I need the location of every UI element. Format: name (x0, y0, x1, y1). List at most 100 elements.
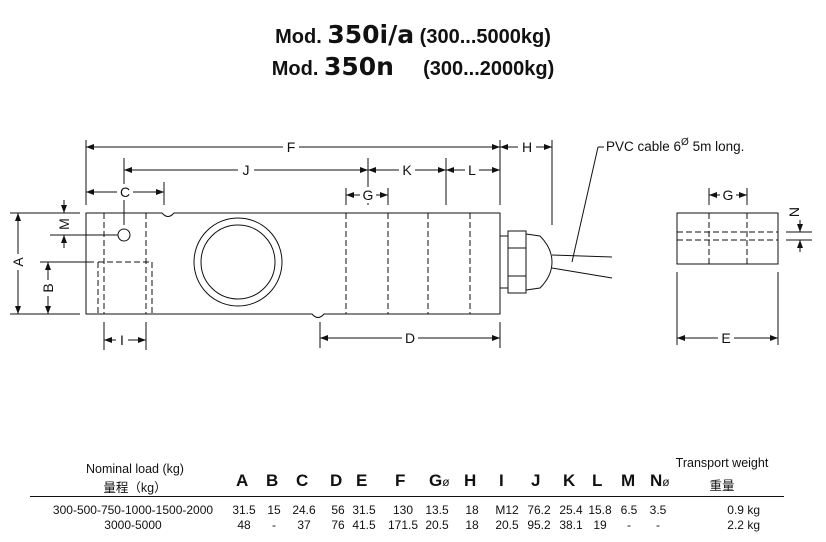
row-2-value-a: 48 (237, 518, 251, 532)
label-N: N (786, 207, 802, 217)
column-header-j: J (531, 471, 540, 491)
column-header-b: B (266, 471, 278, 491)
label-F: F (287, 139, 296, 155)
row-1-value-k: 25.4 (559, 503, 583, 517)
label-E: E (721, 330, 730, 346)
diameter-symbol: ø (662, 475, 670, 489)
cable-diameter-sup: Ø (681, 137, 689, 148)
row-1-value-i: M12 (495, 503, 519, 517)
load-cell-body (85, 212, 501, 318)
row-1-value-f: 130 (392, 503, 414, 517)
label-I: I (120, 332, 124, 348)
title-2-prefix: Mod. (271, 58, 319, 80)
nominal-load-label: Nominal load (kg) (86, 462, 184, 476)
row-1-value-d: 56 (331, 503, 345, 517)
cable-leader (571, 146, 599, 263)
title-line-1: Mod. 350i/a (300...5000kg) (0, 20, 826, 49)
label-J: J (243, 162, 250, 178)
column-header-letter: M (621, 471, 636, 490)
row-1-value-a: 31.5 (232, 503, 256, 517)
label-D: D (405, 330, 415, 346)
column-header-h: H (464, 471, 476, 491)
row-2-value-g: 20.5 (425, 518, 449, 532)
side-view-body (676, 212, 779, 265)
column-header-c: C (296, 471, 308, 491)
row-2-value-e: 41.5 (352, 518, 376, 532)
row-1-value-l: 15.8 (588, 503, 612, 517)
row-2-weight: 2.2 kg (727, 518, 760, 532)
row-1-weight: 0.9 kg (727, 503, 760, 517)
column-header-letter: E (356, 471, 368, 490)
row-1-value-j: 76.2 (527, 503, 551, 517)
column-header-letter: C (296, 471, 309, 490)
label-K: K (402, 162, 412, 178)
column-header-g: Gø (429, 471, 450, 491)
cable-note: PVC cable 6Ø 5m long. (606, 137, 744, 154)
column-header-letter: H (464, 471, 477, 490)
label-A: A (10, 257, 26, 267)
load-cell-drawing: F H J K L C G G A B M I D E N PVC cable … (10, 137, 812, 350)
column-header-d: D (330, 471, 342, 491)
column-header-letter: N (650, 471, 663, 490)
cable-note-text: PVC cable 6 (606, 139, 681, 154)
row-2-value-l: 19 (593, 518, 607, 532)
label-L: L (468, 162, 476, 178)
load-circle-outer (193, 217, 283, 307)
title-1-model: 350i/a (327, 20, 415, 49)
column-header-letter: B (266, 471, 279, 490)
transport-weight-label-cn: 重量 (709, 479, 735, 493)
column-header-l: L (592, 471, 602, 491)
column-header-letter: J (531, 471, 541, 490)
row-2-load: 3000-5000 (104, 518, 162, 532)
column-header-e: E (356, 471, 367, 491)
load-circle-inner (200, 224, 276, 300)
row-2-value-j: 95.2 (527, 518, 551, 532)
row-2-value-d: 76 (331, 518, 345, 532)
column-header-f: F (395, 471, 405, 491)
title-1-prefix: Mod. (275, 26, 322, 48)
row-2-value-k: 38.1 (559, 518, 583, 532)
row-2-value-f: 171.5 (387, 518, 419, 532)
column-header-m: M (621, 471, 635, 491)
column-header-letter: K (563, 471, 576, 490)
title-line-2: Mod. 350n (300...2000kg) (0, 52, 826, 81)
row-1-value-e: 31.5 (352, 503, 376, 517)
label-G-side: G (723, 187, 734, 203)
row-2-value-m: - (627, 518, 631, 532)
row-1-value-b: 15 (267, 503, 281, 517)
cable-bottom (551, 267, 613, 279)
row-1-value-g: 13.5 (425, 503, 449, 517)
cable-note-tail: 5m long. (689, 139, 745, 154)
label-H: H (522, 139, 532, 155)
column-header-letter: G (429, 471, 443, 490)
row-2-value-n: - (656, 518, 660, 532)
nominal-load-label-cn: 量程（kg） (103, 481, 167, 495)
row-1-value-m: 6.5 (620, 503, 638, 517)
transport-weight-label: Transport weight (675, 456, 769, 470)
diameter-symbol: ø (442, 475, 450, 489)
column-header-k: K (563, 471, 575, 491)
title-2-range: (300...2000kg) (423, 58, 555, 80)
row-1-value-c: 24.6 (292, 503, 316, 517)
column-header-a: A (236, 471, 248, 491)
title-2-model: 350n (323, 52, 394, 81)
label-B: B (40, 283, 56, 292)
cable-top (551, 254, 613, 258)
row-2-value-h: 18 (465, 518, 479, 532)
column-header-letter: F (395, 471, 406, 490)
row-2-value-c: 37 (297, 518, 311, 532)
column-header-letter: L (592, 471, 603, 490)
gland-dome (525, 233, 553, 291)
row-2-value-i: 20.5 (495, 518, 519, 532)
label-M: M (56, 218, 72, 230)
column-header-n: Nø (650, 471, 670, 491)
label-C: C (120, 184, 130, 200)
row-1-value-h: 18 (465, 503, 479, 517)
column-header-letter: I (499, 471, 504, 490)
column-header-i: I (499, 471, 504, 491)
table-rule (30, 496, 784, 497)
column-header-letter: A (236, 471, 249, 490)
row-2-value-b: - (272, 518, 276, 532)
title-1-range: (300...5000kg) (419, 26, 551, 48)
